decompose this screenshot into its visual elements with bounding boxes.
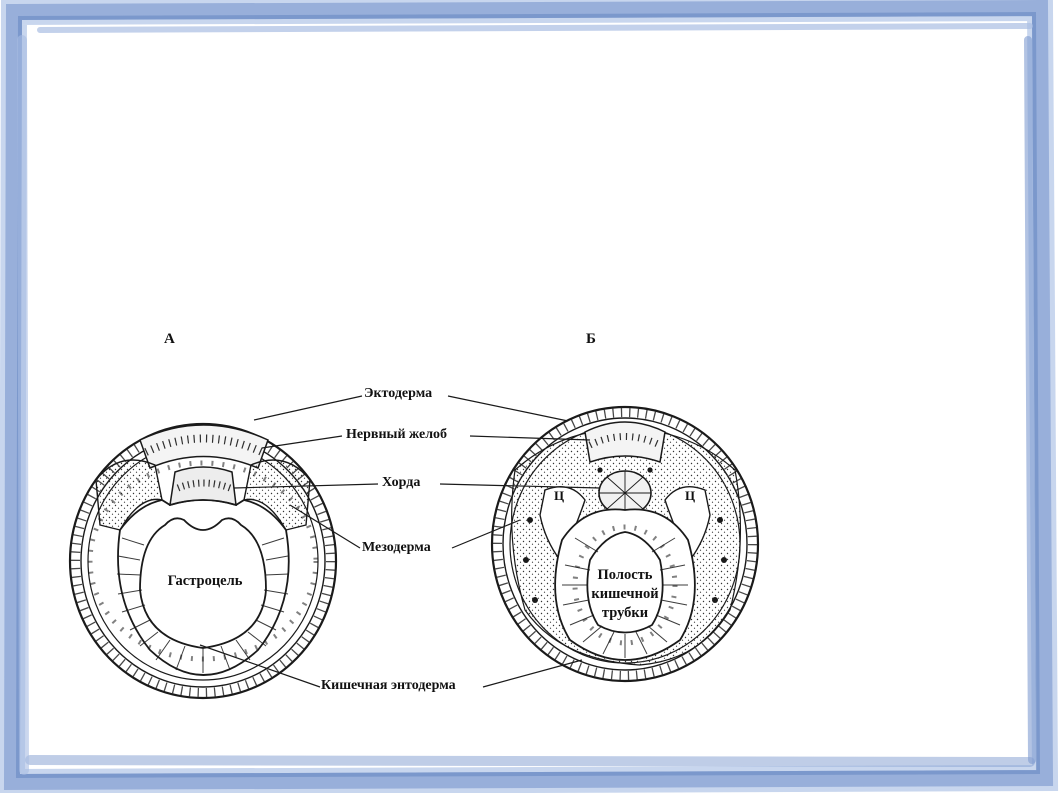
embryo-a-endoderm-outer (117, 499, 290, 676)
label-ectoderm: Эктодерма (364, 386, 433, 401)
gut-cavity-line-1: Полость (597, 567, 653, 583)
label-mesoderm: Мезодерма (362, 540, 431, 555)
embryo-b-outer-ectoderm (490, 405, 760, 683)
coelom-marker-left: Ц (554, 488, 565, 503)
gut-cavity-line-2: кишечной (591, 586, 659, 602)
label-gut-cavity: Полость кишечной трубки (575, 566, 675, 623)
embryo-a-endoderm-inner (139, 517, 267, 649)
embryo-a-outer-ectoderm (68, 422, 338, 700)
leader-lines (199, 395, 601, 688)
embryo-a (68, 422, 338, 700)
embryo-b (490, 405, 760, 683)
label-gastrocoel: Гастроцель (167, 573, 243, 589)
label-chord: Хорда (382, 475, 421, 490)
gut-cavity-line-3: трубки (601, 605, 649, 621)
panel-a-letter: А (164, 331, 175, 347)
coelom-marker-right: Ц (685, 488, 696, 503)
label-neural-groove: Нервный желоб (346, 427, 448, 442)
embryo-a-neural-groove (139, 424, 269, 470)
embryo-b-neural-groove (584, 421, 666, 463)
panel-b-letter: Б (586, 331, 596, 347)
label-intestinal-endoderm: Кишечная энтодерма (321, 678, 456, 693)
